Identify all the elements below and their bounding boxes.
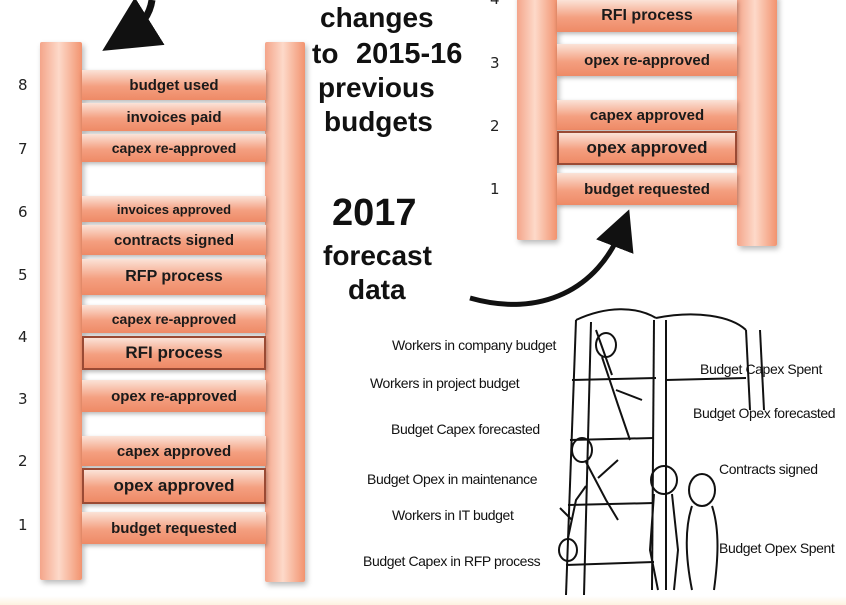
left-rung: capex re-approved: [82, 134, 266, 162]
year-label: 2017: [332, 192, 417, 234]
right-rung: capex approved: [557, 100, 737, 130]
illustration-label: Workers in company budget: [392, 337, 557, 353]
level-number: 8: [18, 76, 28, 94]
illustration-label: Budget Opex Spent: [719, 540, 835, 556]
illustration-label: Budget Opex in maintenance: [367, 471, 538, 487]
illustration-label: Contracts signed: [719, 461, 818, 477]
left-rung: RFP process: [82, 259, 266, 295]
forecast-line: forecast: [323, 240, 432, 271]
left-rung: capex approved: [82, 436, 266, 466]
level-number: 1: [18, 516, 28, 534]
left-rung: contracts signed: [82, 225, 266, 255]
left-rung: budget used: [82, 70, 266, 100]
illustration-label: Budget Capex in RFP process: [363, 553, 541, 569]
illustration-label: Budget Capex forecasted: [391, 421, 540, 437]
level-number: 6: [18, 203, 28, 221]
right-ladder-left-rail: [517, 0, 557, 240]
climbing-frame-illustration: [558, 308, 765, 596]
arrow-top-left: [102, 0, 165, 51]
level-number: 2: [490, 117, 500, 135]
level-number: 4: [490, 0, 500, 8]
illustration-label: Workers in IT budget: [392, 507, 514, 523]
left-rung: invoices paid: [82, 103, 266, 131]
level-number: 3: [18, 390, 28, 408]
left-rung: invoices approved: [82, 196, 266, 222]
illustration-label: Budget Capex Spent: [700, 361, 823, 377]
level-number: 5: [18, 266, 28, 284]
changes-line: budgets: [324, 106, 433, 137]
left-rung: capex re-approved: [82, 305, 266, 333]
level-number: 3: [490, 54, 500, 72]
left-ladder-right-rail: [265, 42, 305, 582]
right-rung: RFI process: [557, 0, 737, 32]
left-rung: opex approved: [82, 468, 266, 504]
changes-line-to: to: [312, 38, 339, 69]
forecast-line: data: [348, 274, 406, 305]
right-rung: opex approved: [557, 131, 737, 165]
left-rung: opex re-approved: [82, 380, 266, 412]
illustration-label: Workers in project budget: [370, 375, 520, 391]
level-number: 1: [490, 180, 500, 198]
level-number: 7: [18, 140, 28, 158]
changes-line: previous: [318, 72, 435, 103]
level-number: 2: [18, 452, 28, 470]
changes-line-years: 2015-16: [356, 38, 463, 70]
level-number: 4: [18, 328, 28, 346]
left-rung: budget requested: [82, 512, 266, 544]
left-ladder-left-rail: [40, 42, 82, 580]
right-rung: budget requested: [557, 173, 737, 205]
bottom-strip: [0, 596, 846, 605]
changes-line: changes: [320, 2, 434, 33]
right-ladder-right-rail: [737, 0, 777, 246]
illustration-label: Budget Opex forecasted: [693, 405, 836, 421]
left-rung: RFI process: [82, 336, 266, 370]
right-rung: opex re-approved: [557, 44, 737, 76]
